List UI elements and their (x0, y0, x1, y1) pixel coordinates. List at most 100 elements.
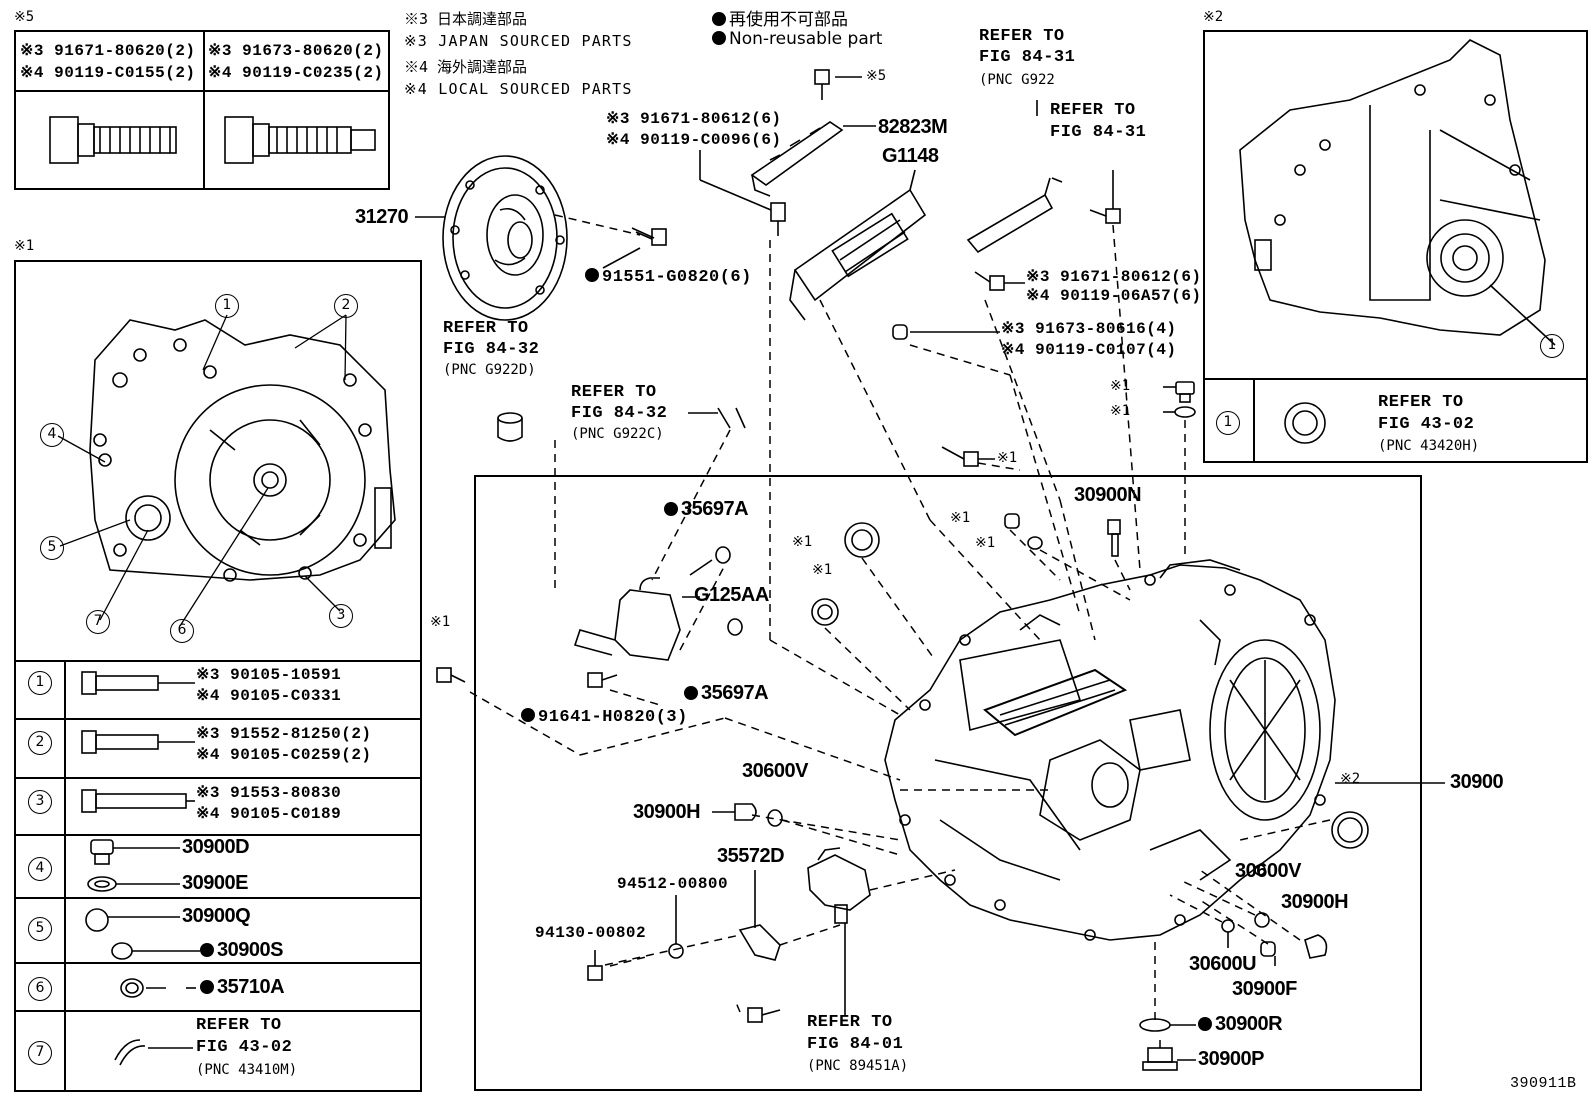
row1-b: ※4 90105-C0331 (196, 687, 342, 705)
box5-bolt-left (49, 116, 177, 164)
box5-tag: ※5 (14, 9, 35, 25)
box5-right-b: ※4 90119-C0235(2) (208, 64, 384, 82)
box1-housing-drawing (89, 319, 396, 582)
box1-callout-5: 5 (40, 536, 64, 560)
legend-jp-sourced-en: ※3 JAPAN SOURCED PARTS (404, 32, 633, 50)
box5-left-b: ※4 90119-C0155(2) (20, 64, 196, 82)
bolt8-b: ※4 90119-C0107(4) (1001, 341, 1177, 359)
pnc-a: (PNC G922D) (443, 362, 536, 378)
row-num-2: 2 (28, 731, 52, 755)
nonreuse-dot-icon (521, 708, 535, 722)
box2-refer: REFER TO (1378, 393, 1464, 412)
row3-a: ※3 91553-80830 (196, 784, 342, 802)
clutch-cover (442, 155, 568, 321)
bolt-s1-left (436, 667, 466, 683)
legend-jp-sourced-jp: ※3 日本調達部品 (404, 10, 528, 28)
refer-a: REFER TO (443, 319, 529, 338)
fig-d: FIG 84-31 (1050, 123, 1147, 142)
nonreuse-dot-icon (585, 268, 599, 282)
label-94512: 94512-00800 (617, 875, 729, 893)
label-30900h-1: 30900H (633, 801, 701, 823)
label-s1-e: ※1 (950, 510, 971, 526)
legend-local-sourced-jp: ※4 海外調達部品 (404, 58, 528, 76)
row7-a: REFER TO (196, 1016, 282, 1035)
box2-tag: ※2 (1203, 9, 1224, 25)
bolt-91551 (631, 227, 667, 246)
pnc-b: (PNC G922C) (571, 426, 664, 442)
bolt-s5 (814, 69, 830, 100)
label-g1148: G1148 (882, 145, 939, 167)
label-35697a-1: 35697A (664, 498, 749, 521)
transaxle-body (884, 559, 1336, 941)
box2-pnc: (PNC 43420H) (1378, 438, 1480, 454)
pnc-c: (PNC G922 (979, 72, 1055, 88)
box1-row-bolts (81, 671, 200, 1066)
fig-a: FIG 84-32 (443, 340, 540, 359)
bolt-7 (974, 271, 1005, 291)
harness-refer-c (966, 177, 1063, 254)
nonreuse-dot-icon (712, 12, 726, 26)
label-94130: 94130-00802 (535, 924, 647, 942)
row-num-3: 3 (28, 790, 52, 814)
box2-row-num: 1 (1216, 411, 1240, 435)
bolt8-a: ※3 91673-80616(4) (1001, 320, 1177, 338)
row2-a: ※3 91552-81250(2) (196, 725, 372, 743)
nonreuse-dot-icon (200, 943, 214, 957)
label-s1-left: ※1 (430, 614, 451, 630)
box5-right-a: ※3 91673-80620(2) (208, 42, 384, 60)
bolt7-a: ※3 91671-80612(6) (1026, 268, 1202, 286)
label-31270: 31270 (355, 206, 409, 228)
bracket-82823m (750, 121, 844, 197)
plug-30900h-right (1304, 934, 1328, 959)
sensor-g125aa (573, 577, 681, 661)
pnc-e: (PNC 89451A) (807, 1058, 909, 1074)
label-30600v-2: 30600V (1235, 860, 1301, 882)
label-s1-d: ※1 (997, 450, 1018, 466)
fig-b: FIG 84-32 (571, 404, 668, 423)
box1-callout-7: 7 (86, 610, 110, 634)
label-91641: 91641-H0820(3) (521, 708, 688, 727)
nonreuse-dot-icon (664, 502, 678, 516)
label-91551: 91551-G0820(6) (585, 268, 752, 287)
box2-callout-1: 1 (1540, 334, 1564, 358)
box2-table (1203, 30, 1588, 463)
label-s2: ※2 (1340, 771, 1361, 787)
label-30900f: 30900F (1232, 978, 1297, 1000)
label-s1-b: ※1 (1110, 378, 1131, 394)
label-30600u: 30600U (1189, 953, 1257, 975)
bolt-8 (892, 324, 908, 340)
label-s1-g: ※1 (792, 534, 813, 550)
box1-callout-3: 3 (329, 604, 353, 628)
bolt-s1-b (941, 446, 979, 467)
harness-g1148 (789, 188, 927, 321)
row-num-7: 7 (28, 1041, 52, 1065)
plug-30900p (1142, 1047, 1178, 1071)
label-30900n: 30900N (1074, 484, 1142, 506)
nonreuse-dot-icon (200, 980, 214, 994)
label-30600v-1: 30600V (742, 760, 808, 782)
bolt-91641 (587, 672, 618, 688)
row4-b: 30900E (182, 872, 248, 894)
row2-b: ※4 90105-C0259(2) (196, 746, 372, 764)
label-35697a-2: 35697A (684, 682, 769, 705)
box1-callout-4: 4 (40, 423, 64, 447)
refer-e: REFER TO (807, 1013, 893, 1032)
label-g125aa: G125AA (694, 584, 769, 606)
bolt-refer-d (1089, 170, 1121, 224)
label-82823m: 82823M (878, 116, 948, 138)
box5-left-a: ※3 91671-80620(2) (20, 42, 196, 60)
box5-table: ※3 91671-80620(2) ※4 90119-C0155(2) ※3 9… (14, 30, 390, 190)
label-s1-h: ※1 (812, 562, 833, 578)
label-35572d: 35572D (717, 845, 785, 867)
refer-d: REFER TO (1050, 101, 1136, 120)
nonreuse-dot-icon (1198, 1017, 1212, 1031)
refer-b: REFER TO (571, 383, 657, 402)
nonreuse-dot-icon (684, 686, 698, 700)
label-30900h-2: 30900H (1281, 891, 1349, 913)
row6-a: 35710A (200, 976, 285, 999)
bolt-s1-c (1004, 513, 1020, 529)
refer-b-piece (717, 407, 746, 429)
box1-tag: ※1 (14, 238, 35, 254)
row5-a: 30900Q (182, 905, 251, 927)
